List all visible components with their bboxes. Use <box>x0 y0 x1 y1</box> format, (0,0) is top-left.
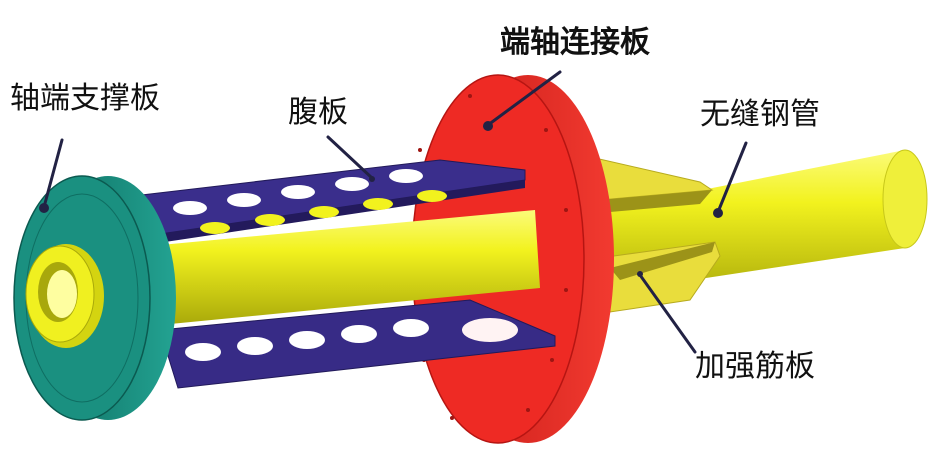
web-plate-lower-holes <box>185 318 518 361</box>
label-web-plate: 腹板 <box>288 95 348 130</box>
leader-stiffener <box>638 273 697 354</box>
steel-pipe-end-cap <box>882 149 928 249</box>
label-stiffener-plate: 加强筋板 <box>695 349 815 384</box>
steel-pipe-main <box>150 210 540 325</box>
stiffener-rib-top-dark <box>600 190 712 212</box>
leader-connection-plate <box>486 70 562 127</box>
label-seamless-steel-pipe: 无缝钢管 <box>700 97 820 132</box>
web-plate-lower <box>159 299 556 389</box>
leader-steel-pipe <box>716 141 748 214</box>
leader-dots <box>39 121 723 277</box>
web-plate-upper-holes <box>173 169 447 234</box>
leader-support-plate <box>42 138 64 209</box>
leader-web-plate <box>326 135 374 180</box>
support-plate-hub <box>25 244 104 348</box>
stiffener-rib-bottom-dark <box>610 242 715 280</box>
label-shaft-end-support-plate: 轴端支撑板 <box>10 81 160 116</box>
label-end-shaft-connection-plate: 端轴连接板 <box>500 25 650 60</box>
leader-lines <box>42 70 748 354</box>
